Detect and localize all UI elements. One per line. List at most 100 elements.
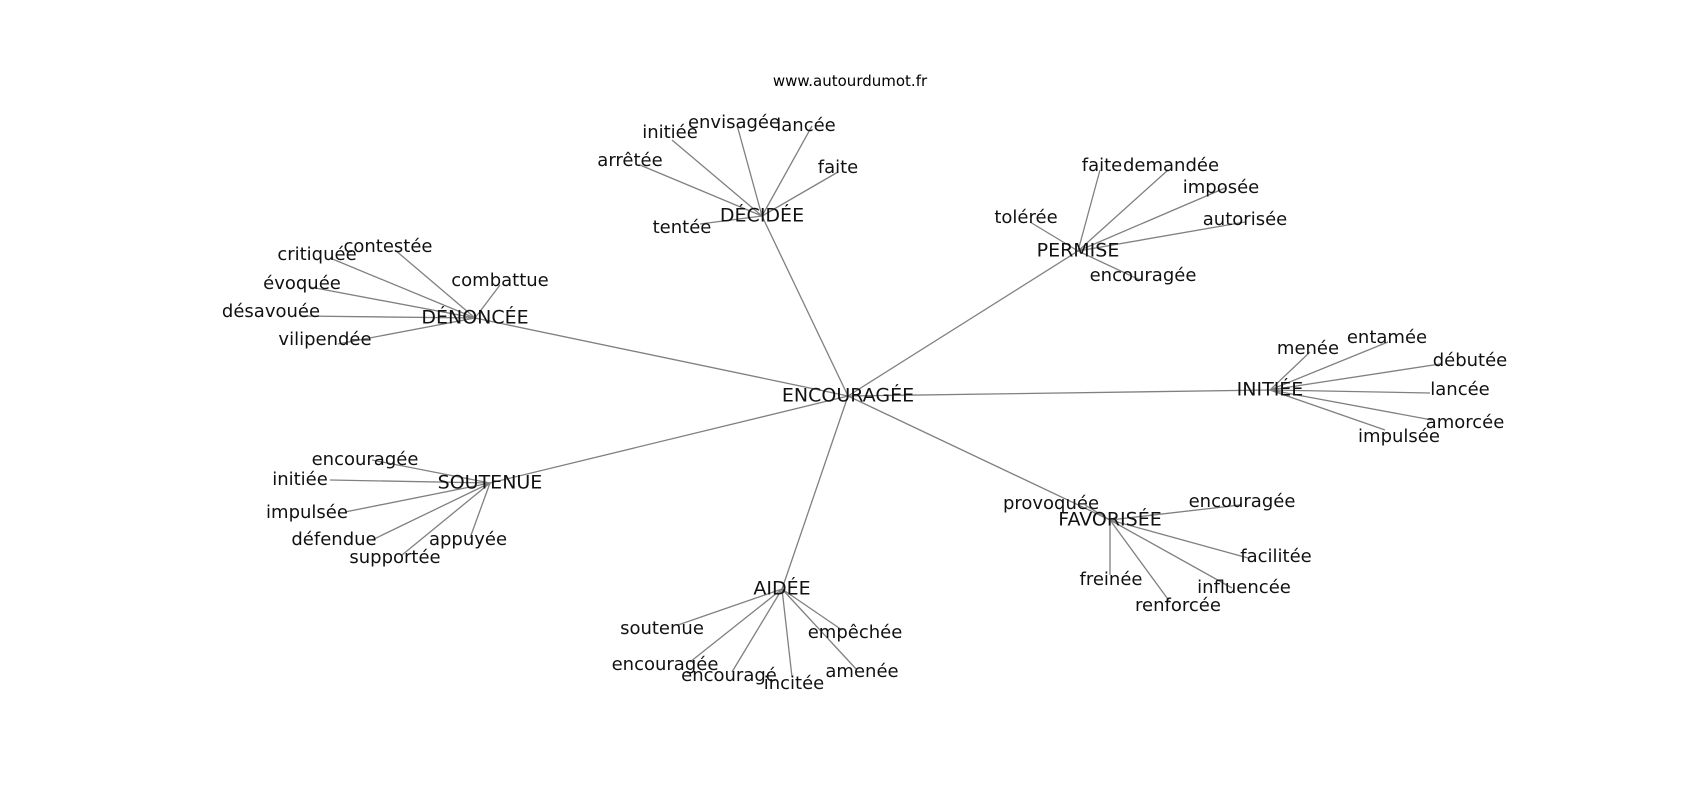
leaf-word-label[interactable]: demandée (1123, 155, 1219, 176)
leaf-word-label[interactable]: empêchée (808, 622, 903, 643)
edge-hub-word (689, 588, 783, 663)
edge-hub-word (474, 284, 501, 319)
leaf-word-label[interactable]: encouragé (681, 665, 777, 686)
leaf-word-label[interactable]: faite (818, 157, 859, 178)
leaf-word-label[interactable]: appuyée (429, 529, 507, 550)
edge-hub-word (1084, 504, 1111, 521)
edge-hub-word (1109, 519, 1233, 589)
edge-hub-word (671, 139, 763, 217)
edge-hub-word (1269, 389, 1386, 431)
leaf-word-label[interactable]: initiée (642, 122, 698, 143)
edge-hub-word (699, 215, 763, 225)
leaf-word-label[interactable]: amenée (825, 661, 898, 682)
leaf-word-label[interactable]: menée (1277, 338, 1339, 359)
leaf-word-label[interactable]: lancée (776, 115, 835, 136)
leaf-word-label[interactable]: débutée (1433, 350, 1508, 371)
edge-center-hub (847, 395, 1111, 521)
graph-labels: ENCOURAGÉEDÉCIDÉEarrêtéeinitiéeenvisagée… (222, 112, 1507, 694)
edge-hub-word (371, 482, 491, 541)
leaf-word-label[interactable]: amorcée (1426, 412, 1505, 433)
leaf-word-label[interactable]: envisagée (688, 112, 780, 133)
edge-hub-word (401, 482, 491, 556)
leaf-word-label[interactable]: supportée (349, 547, 440, 568)
leaf-word-label[interactable]: freinée (1080, 569, 1143, 590)
edge-hub-word (1077, 187, 1226, 252)
edge-hub-word (1077, 169, 1101, 252)
leaf-word-label[interactable]: impulsée (1358, 426, 1440, 447)
edge-hub-word (761, 171, 839, 217)
leaf-word-label[interactable]: soutenue (620, 618, 704, 639)
hub-word-label[interactable]: INITIÉE (1237, 378, 1304, 401)
edge-hub-word (781, 588, 858, 671)
edge-center-hub (474, 317, 849, 397)
leaf-word-label[interactable]: arrêtée (597, 150, 662, 171)
edge-center-hub (761, 215, 849, 397)
edge-hub-word (1269, 363, 1441, 391)
leaf-word-label[interactable]: autorisée (1203, 209, 1287, 230)
leaf-word-label[interactable]: impulsée (266, 502, 348, 523)
leaf-word-label[interactable]: incitée (764, 673, 825, 694)
edge-center-hub (781, 395, 849, 590)
edge-hub-word (1109, 519, 1171, 603)
edge-hub-word (1109, 519, 1249, 559)
graph-edges (299, 124, 1441, 678)
edge-hub-word (469, 482, 491, 539)
leaf-word-label[interactable]: encouragée (1189, 491, 1296, 512)
edge-center-hub (489, 395, 849, 484)
leaf-word-label[interactable]: lancée (1430, 379, 1489, 400)
leaf-word-label[interactable]: désavouée (222, 301, 320, 322)
hub-word-label[interactable]: FAVORISÉE (1058, 508, 1161, 531)
edge-center-hub (847, 250, 1079, 397)
leaf-word-label[interactable]: défendue (291, 529, 376, 550)
edge-hub-word (329, 479, 491, 484)
hub-word-label[interactable]: PERMISE (1037, 240, 1120, 262)
edge-hub-word (371, 459, 491, 484)
edge-hub-word (344, 482, 491, 513)
center-word-label[interactable]: ENCOURAGÉE (782, 384, 914, 407)
edge-hub-word (1269, 341, 1389, 391)
edge-hub-word (1269, 351, 1311, 391)
edge-hub-word (731, 588, 783, 673)
edge-hub-word (781, 588, 793, 678)
leaf-word-label[interactable]: imposée (1183, 177, 1260, 198)
leaf-word-label[interactable]: provoquée (1003, 493, 1099, 514)
edge-hub-word (1109, 504, 1241, 521)
leaf-word-label[interactable]: facilitée (1240, 546, 1311, 567)
hub-word-label[interactable]: DÉNONCÉE (421, 306, 528, 329)
leaf-word-label[interactable]: initiée (272, 469, 328, 490)
leaf-word-label[interactable]: encouragée (312, 449, 419, 470)
hub-word-label[interactable]: SOUTENUE (438, 472, 543, 494)
leaf-word-label[interactable]: tolérée (994, 207, 1057, 228)
leaf-word-label[interactable]: faite (1082, 155, 1123, 176)
edge-hub-word (736, 124, 763, 217)
leaf-word-label[interactable]: combattue (451, 270, 549, 291)
leaf-word-label[interactable]: tentée (653, 217, 712, 238)
source-url: www.autourdumot.fr (772, 72, 928, 90)
edge-hub-word (337, 317, 476, 345)
edge-hub-word (781, 588, 843, 631)
hub-word-label[interactable]: DÉCIDÉE (720, 204, 804, 227)
leaf-word-label[interactable]: renforcée (1135, 595, 1221, 616)
edge-hub-word (309, 286, 476, 319)
edge-hub-word (639, 164, 763, 217)
leaf-word-label[interactable]: évoquée (263, 273, 341, 294)
leaf-word-label[interactable]: encouragée (1090, 265, 1197, 286)
leaf-word-label[interactable]: entamée (1347, 327, 1427, 348)
leaf-word-label[interactable]: encouragée (612, 654, 719, 675)
edge-hub-word (1029, 221, 1079, 252)
hub-word-label[interactable]: AIDÉE (753, 577, 810, 600)
edge-hub-word (1269, 389, 1431, 394)
leaf-word-label[interactable]: contestée (343, 236, 432, 257)
edge-hub-word (677, 588, 783, 626)
edge-center-hub (847, 389, 1271, 397)
edge-hub-word (1077, 221, 1246, 252)
leaf-word-label[interactable]: vilipendée (278, 329, 371, 350)
edge-hub-word (394, 249, 476, 319)
leaf-word-label[interactable]: critiquée (277, 244, 356, 265)
edge-hub-word (1077, 169, 1169, 252)
edge-hub-word (299, 315, 476, 319)
edge-hub-word (329, 257, 476, 319)
edge-hub-word (1077, 250, 1141, 281)
leaf-word-label[interactable]: influencée (1197, 577, 1291, 598)
